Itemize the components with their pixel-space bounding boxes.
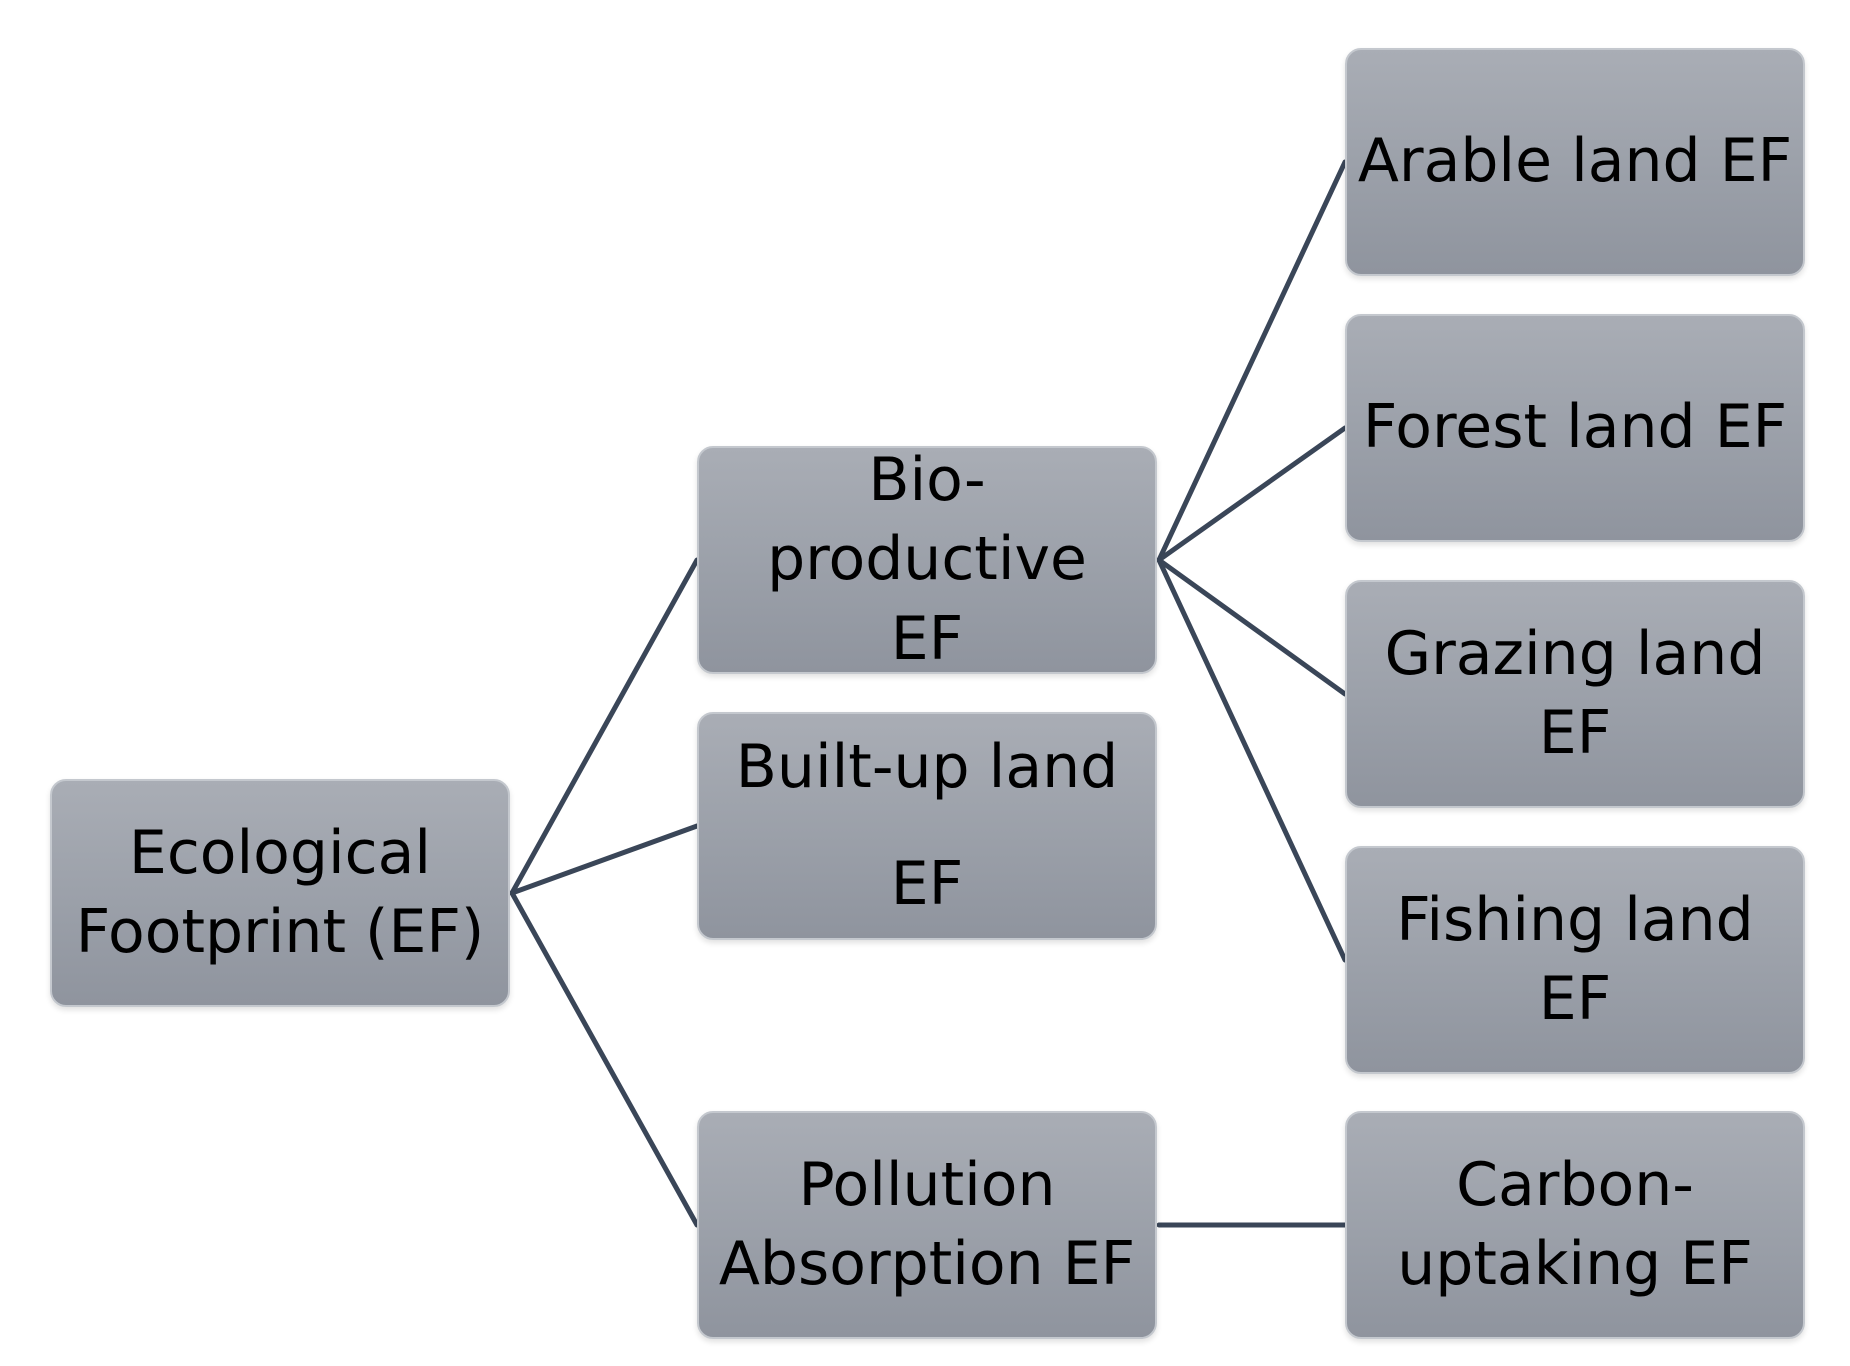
connector-bio-to-arable [1156, 159, 1348, 563]
node-fishing-land: Fishing land EF [1345, 846, 1805, 1074]
node-forest-land-label: Forest land EF [1362, 392, 1788, 463]
node-bio-productive: Bio- productive EF [697, 445, 1157, 674]
connector-root-to-bio [509, 557, 700, 896]
connector-bio-to-forest [1156, 425, 1348, 563]
connector-root-to-builtup [509, 823, 700, 896]
connector-root-to-pollution [509, 890, 700, 1228]
connector-bio-to-grazing [1156, 557, 1348, 697]
node-arable-land-label: Arable land EF [1357, 126, 1793, 197]
node-grazing-land: Grazing land EF [1345, 580, 1805, 808]
node-forest-land: Forest land EF [1345, 314, 1805, 542]
node-bio-productive-label: Bio- productive EF [767, 445, 1087, 674]
node-fishing-land-label: Fishing land EF [1396, 884, 1754, 1034]
node-arable-land: Arable land EF [1345, 48, 1805, 276]
node-built-up-land: Built-up land EF [697, 712, 1157, 940]
node-carbon-uptaking: Carbon- uptaking EF [1345, 1111, 1805, 1339]
node-ecological-footprint: Ecological Footprint (EF) [50, 779, 510, 1007]
node-built-up-land-label: Built-up land EF [735, 732, 1119, 919]
node-carbon-uptaking-label: Carbon- uptaking EF [1397, 1149, 1753, 1299]
node-ecological-footprint-label: Ecological Footprint (EF) [75, 817, 485, 967]
node-pollution-absorption: Pollution Absorption EF [697, 1111, 1157, 1339]
connector-bio-to-fishing [1156, 557, 1348, 963]
node-grazing-land-label: Grazing land EF [1384, 618, 1766, 768]
node-pollution-absorption-label: Pollution Absorption EF [718, 1149, 1136, 1299]
